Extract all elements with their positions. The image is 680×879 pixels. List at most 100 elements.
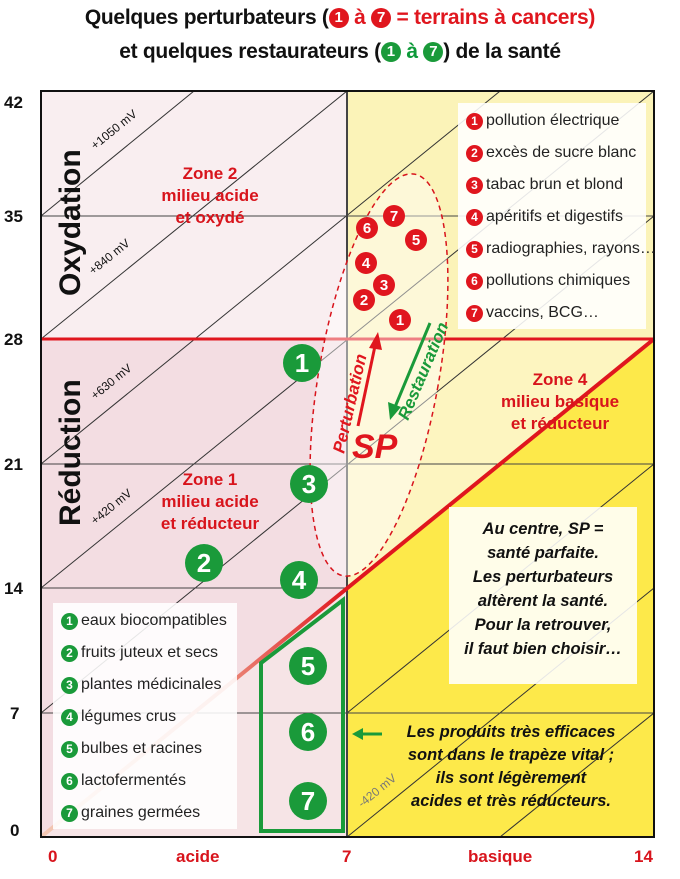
x-axis-labels: 0 acide 7 basique 14 xyxy=(48,847,653,866)
legend-label: pollution électrique xyxy=(486,112,620,129)
legend-label: tabac brun et blond xyxy=(486,176,623,193)
zone-1-label: Zone 1 milieu acide et réducteur xyxy=(130,469,290,535)
zone-line: Zone 4 xyxy=(532,370,588,389)
x-label-acide: acide xyxy=(176,847,219,866)
legend-number: 2 xyxy=(61,644,78,662)
perturbation-arrow xyxy=(356,332,382,427)
sp-label: SP xyxy=(352,428,398,466)
title-text: Quelques perturbateurs ( xyxy=(84,6,329,29)
note-line: Pour la retrouver, xyxy=(474,616,612,634)
oxydation-label: Oxydation xyxy=(54,149,87,296)
title-text: = terrains à cancers) xyxy=(391,6,596,29)
marker-number: 5 xyxy=(301,651,315,681)
x-tick: 0 xyxy=(48,847,57,866)
legend-number: 4 xyxy=(466,208,483,226)
legend-number: 6 xyxy=(466,272,483,290)
marker-number: 7 xyxy=(301,786,315,816)
reduction-label: Réduction xyxy=(54,379,87,526)
x-label-basique: basique xyxy=(468,847,532,866)
trapeze-pointer-arrow xyxy=(352,728,382,740)
zone-2-label: Zone 2 milieu acide et oxydé xyxy=(130,163,290,229)
note-line: Les produits très efficaces xyxy=(406,723,616,741)
y-tick: 42 xyxy=(4,93,23,112)
red-number-badge: 1 xyxy=(328,8,349,28)
legend-number: 4 xyxy=(61,708,78,726)
legend-number: 5 xyxy=(61,740,78,758)
zone-line: et oxydé xyxy=(175,208,245,227)
restauration-arrow xyxy=(388,322,432,420)
title-text: à xyxy=(348,6,372,29)
marker-number: 6 xyxy=(363,220,371,237)
zone-line: Zone 2 xyxy=(182,164,238,183)
title-line-2: et quelques restaurateurs (1 à 7) de la … xyxy=(0,40,680,64)
note-line: sont dans le trapèze vital ; xyxy=(407,746,615,764)
restorer-marker xyxy=(283,344,321,382)
legend-label: légumes crus xyxy=(81,708,177,725)
restorer-marker xyxy=(289,647,327,685)
title-text: ) de la santé xyxy=(443,40,561,63)
y-axis-ticks: 42 35 28 21 14 7 0 xyxy=(4,93,23,840)
y-tick: 7 xyxy=(10,704,19,723)
legend-label: lactofermentés xyxy=(81,772,186,789)
marker-number: 2 xyxy=(360,292,368,309)
perturbator-marker xyxy=(373,274,395,296)
legend-label: radiographies, rayons… xyxy=(486,240,656,257)
x-tick: 14 xyxy=(634,847,653,866)
legend-label: plantes médicinales xyxy=(81,676,222,693)
legend-number: 5 xyxy=(466,240,483,258)
marker-number: 7 xyxy=(390,208,398,225)
y-tick: 28 xyxy=(4,330,23,349)
legend-number: 3 xyxy=(61,676,78,694)
perturbator-markers: 1 2 3 4 5 6 7 xyxy=(353,205,427,331)
legend-label: apéritifs et digestifs xyxy=(486,208,623,225)
zone-4-label: Zone 4 milieu basique et réducteur xyxy=(476,369,644,435)
marker-number: 4 xyxy=(362,255,371,272)
perturbator-marker xyxy=(383,205,405,227)
marker-number: 5 xyxy=(412,232,420,249)
red-number-badge: 7 xyxy=(371,8,392,28)
marker-number: 2 xyxy=(197,548,211,578)
title-line-1: Quelques perturbateurs (1 à 7 = terrains… xyxy=(0,6,680,30)
marker-number: 4 xyxy=(292,565,307,595)
legend-number: 7 xyxy=(61,804,78,822)
y-tick: 35 xyxy=(4,207,23,226)
restorer-marker xyxy=(289,713,327,751)
restorer-marker xyxy=(280,561,318,599)
plot-frame xyxy=(40,90,655,838)
marker-number: 1 xyxy=(396,312,404,329)
zone-line: et réducteur xyxy=(510,414,610,433)
note-line: Les perturbateurs xyxy=(472,568,614,586)
legend-label: pollutions chimiques xyxy=(486,272,631,289)
perturbator-marker xyxy=(405,229,427,251)
legend-number: 1 xyxy=(466,112,483,130)
note-line: ils sont légèrement xyxy=(435,769,587,787)
legend-number: 3 xyxy=(466,176,483,194)
note-line: santé parfaite. xyxy=(487,544,599,562)
legend-label: bulbes et racines xyxy=(81,740,202,757)
vital-trapeze xyxy=(259,595,345,833)
legend-label: vaccins, BCG… xyxy=(486,304,599,321)
zone-line: milieu acide xyxy=(161,186,259,205)
legend-number: 2 xyxy=(466,144,483,162)
title-text: à xyxy=(400,40,424,63)
perturbator-marker xyxy=(355,252,377,274)
zone-line: milieu basique xyxy=(500,392,620,411)
note-line: acides et très réducteurs. xyxy=(411,792,611,810)
perturbator-marker xyxy=(353,289,375,311)
marker-number: 1 xyxy=(295,348,309,378)
y-tick: 21 xyxy=(4,455,23,474)
green-number-badge: 1 xyxy=(380,42,401,62)
legend-number: 1 xyxy=(61,612,78,630)
note-line: altèrent la santé. xyxy=(477,592,609,610)
